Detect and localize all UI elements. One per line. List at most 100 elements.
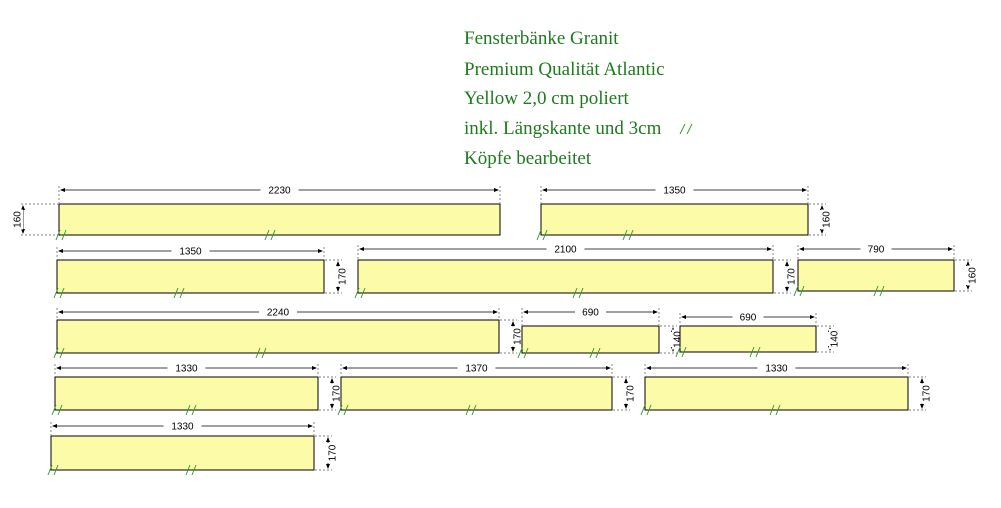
depth-label: 160	[13, 211, 24, 228]
dimension-arrow	[948, 247, 953, 251]
length-label: 2230	[268, 186, 291, 197]
dimension-arrow	[624, 378, 628, 383]
dimension-arrow	[653, 310, 658, 314]
edge-mark	[185, 404, 197, 416]
window-sill-slab	[54, 376, 319, 411]
edge-mark-title	[679, 123, 693, 135]
dimension-arrow	[542, 188, 547, 192]
edge-mark	[173, 287, 185, 299]
dimension-arrow	[326, 464, 330, 469]
dimension-arrow	[493, 310, 498, 314]
dimension-arrow	[966, 261, 970, 266]
dimension-arrow	[511, 321, 515, 326]
length-label-background	[757, 361, 796, 374]
edge-mark	[572, 287, 584, 299]
dimension-arrow	[60, 188, 65, 192]
length-label: 1350	[179, 247, 202, 258]
depth-label: 170	[328, 444, 339, 461]
window-sill-slab	[679, 325, 817, 353]
length-label-background	[171, 244, 210, 257]
length-label-background	[260, 183, 299, 196]
window-sill-slab	[50, 435, 315, 471]
depth-label-background	[12, 209, 23, 230]
length-label-background	[546, 242, 585, 255]
length-label-background	[732, 310, 764, 323]
depth-label-background	[967, 265, 978, 286]
edge-mark	[354, 287, 366, 299]
dimension-arrow	[767, 247, 772, 251]
length-label-background	[167, 361, 206, 374]
depth-label-background	[921, 383, 932, 404]
dimension-arrow	[330, 404, 334, 409]
edge-mark	[47, 464, 59, 476]
depth-label-background	[625, 383, 636, 404]
dimension-arrow	[810, 315, 815, 319]
title-line-3: Yellow 2,0 cm poliert	[464, 88, 629, 109]
window-sill-slab	[797, 259, 955, 292]
dimension-arrow	[523, 310, 528, 314]
edge-mark	[51, 404, 63, 416]
window-sill-slab	[58, 203, 501, 236]
title-line-5: Köpfe bearbeitet	[464, 148, 592, 169]
edge-mark	[255, 347, 267, 359]
depth-label: 170	[338, 268, 349, 285]
dimension-arrow	[326, 437, 330, 442]
length-label: 790	[868, 245, 885, 256]
dimension-arrow	[606, 366, 611, 370]
dimension-arrow	[336, 287, 340, 292]
window-sill-slab	[357, 259, 774, 294]
length-label: 690	[582, 308, 599, 319]
edge-mark	[622, 229, 634, 241]
depth-label-background	[829, 329, 840, 349]
dimension-arrow	[966, 285, 970, 290]
dimension-arrow	[330, 378, 334, 383]
edge-mark	[675, 346, 687, 358]
depth-label-background	[672, 329, 683, 350]
title-line-4: inkl. Längskante und 3cm	[464, 118, 662, 139]
depth-label: 160	[968, 267, 979, 284]
window-sill-slab	[340, 376, 613, 411]
depth-label: 170	[626, 385, 637, 402]
edge-mark	[53, 287, 65, 299]
window-sill-slab	[540, 203, 809, 236]
dimension-arrow	[359, 247, 364, 251]
dimension-arrow	[21, 229, 25, 234]
dimension-arrow	[21, 205, 25, 210]
dimension-arrow	[785, 287, 789, 292]
length-label: 1330	[171, 422, 194, 433]
depth-label-background	[337, 266, 348, 287]
length-label: 2240	[267, 308, 290, 319]
length-label-background	[655, 183, 694, 196]
window-sill-slab	[56, 259, 325, 294]
depth-label-background	[821, 209, 832, 230]
window-sill-slab	[56, 319, 500, 354]
edge-mark	[873, 285, 885, 297]
edge-mark	[465, 404, 477, 416]
dimension-arrow	[920, 378, 924, 383]
dimension-arrow	[920, 404, 924, 409]
length-label: 1350	[663, 186, 686, 197]
edge-mark	[264, 229, 276, 241]
dimension-arrow	[799, 247, 804, 251]
length-label-background	[860, 242, 892, 255]
length-label: 1330	[765, 364, 788, 375]
dimension-arrow	[785, 261, 789, 266]
window-sill-slab	[521, 325, 660, 354]
dimension-arrow	[52, 424, 57, 428]
depth-label: 170	[787, 268, 798, 285]
dimension-arrow	[318, 249, 323, 253]
dimension-arrow	[820, 205, 824, 210]
length-label: 2100	[554, 245, 577, 256]
title-line-1: Fensterbänke Granit	[464, 28, 619, 49]
depth-label: 160	[822, 211, 833, 228]
dimension-arrow	[820, 229, 824, 234]
edge-mark	[589, 347, 601, 359]
dimension-arrow	[342, 366, 347, 370]
length-label: 1330	[175, 364, 198, 375]
depth-label: 140	[673, 331, 684, 348]
length-label: 690	[740, 313, 757, 324]
edge-mark	[769, 404, 781, 416]
edge-mark	[536, 229, 548, 241]
dimension-arrow	[511, 347, 515, 352]
